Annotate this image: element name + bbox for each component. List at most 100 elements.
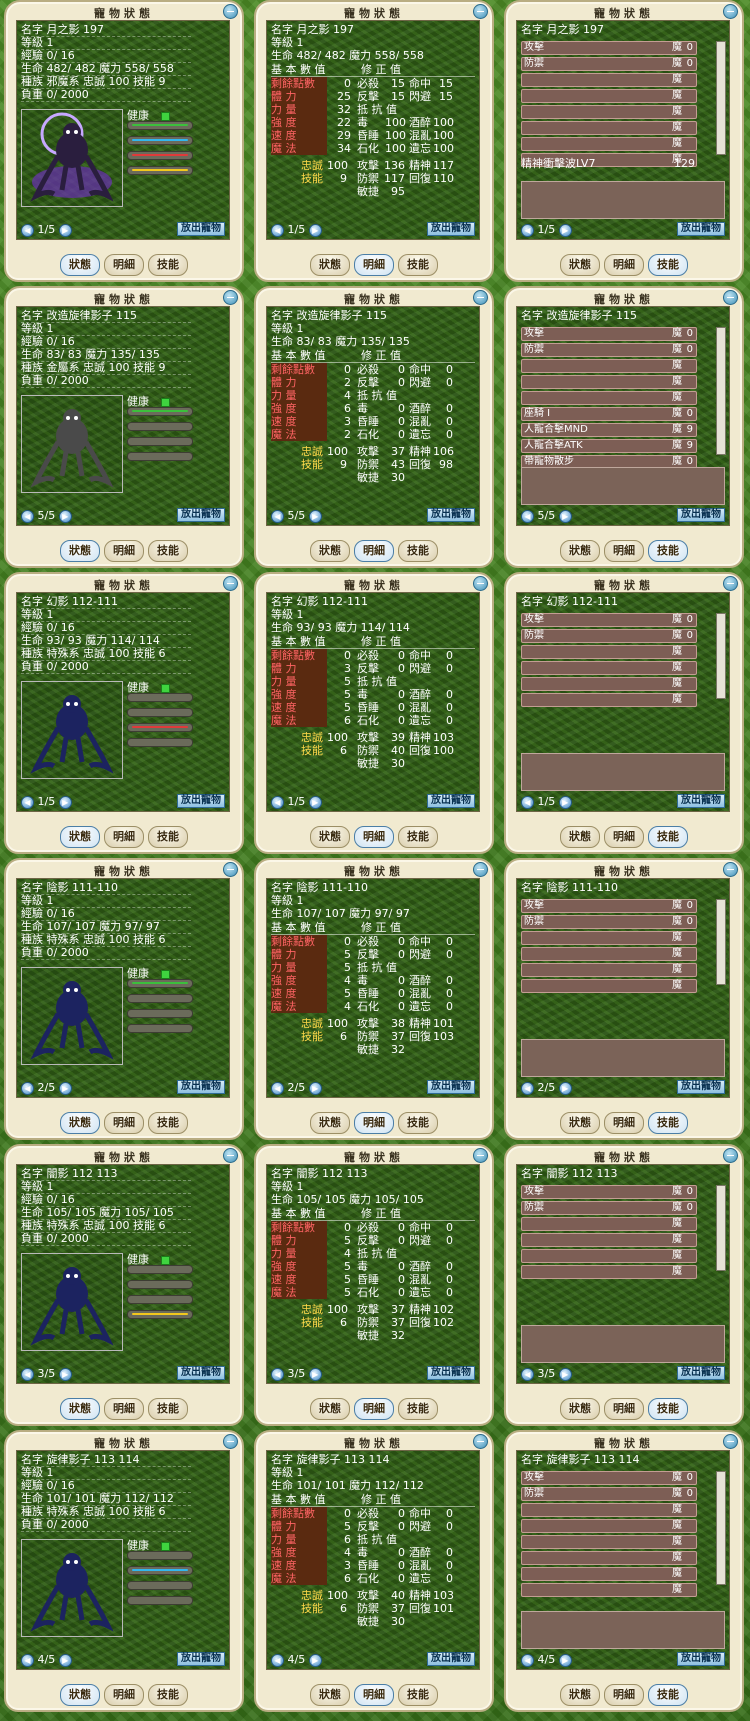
tab-status[interactable]: 狀態 bbox=[310, 1684, 350, 1706]
release-pet-button[interactable]: 放出寵物 bbox=[177, 222, 225, 236]
skill-item[interactable]: 魔 bbox=[521, 1217, 697, 1231]
minimize-icon[interactable] bbox=[473, 1148, 488, 1163]
release-pet-button[interactable]: 放出寵物 bbox=[677, 794, 725, 808]
release-pet-button[interactable]: 放出寵物 bbox=[177, 1366, 225, 1380]
tab-status[interactable]: 狀態 bbox=[310, 1112, 350, 1134]
skill-item[interactable]: 魔 bbox=[521, 1567, 697, 1581]
scrollbar[interactable] bbox=[716, 899, 726, 985]
release-pet-button[interactable]: 放出寵物 bbox=[427, 222, 475, 236]
release-pet-button[interactable]: 放出寵物 bbox=[677, 1366, 725, 1380]
skill-item[interactable]: 魔 bbox=[521, 931, 697, 945]
release-pet-button[interactable]: 放出寵物 bbox=[177, 794, 225, 808]
arrow-right-icon[interactable]: ▶ bbox=[558, 795, 572, 809]
tab-skills[interactable]: 技能 bbox=[148, 1398, 188, 1420]
tab-detail[interactable]: 明細 bbox=[604, 826, 644, 848]
arrow-left-icon[interactable]: ◀ bbox=[271, 1653, 284, 1667]
arrow-left-icon[interactable]: ◀ bbox=[21, 509, 34, 523]
tab-detail[interactable]: 明細 bbox=[604, 1684, 644, 1706]
skill-item[interactable]: 魔 bbox=[521, 661, 697, 675]
minimize-icon[interactable] bbox=[473, 576, 488, 591]
minimize-icon[interactable] bbox=[723, 1434, 738, 1449]
skill-item[interactable]: 魔 bbox=[521, 89, 697, 103]
tab-skills[interactable]: 技能 bbox=[148, 254, 188, 276]
tab-detail[interactable]: 明細 bbox=[104, 1684, 144, 1706]
tab-detail[interactable]: 明細 bbox=[354, 1398, 394, 1420]
scrollbar[interactable] bbox=[716, 41, 726, 155]
skill-item[interactable]: 魔 bbox=[521, 359, 697, 373]
arrow-right-icon[interactable]: ▶ bbox=[58, 1367, 72, 1381]
skill-item[interactable]: 魔 bbox=[521, 947, 697, 961]
minimize-icon[interactable] bbox=[473, 1434, 488, 1449]
skill-item[interactable]: 魔 bbox=[521, 1249, 697, 1263]
tab-detail[interactable]: 明細 bbox=[354, 1684, 394, 1706]
tab-status[interactable]: 狀態 bbox=[310, 1398, 350, 1420]
minimize-icon[interactable] bbox=[723, 290, 738, 305]
tab-detail[interactable]: 明細 bbox=[604, 254, 644, 276]
skill-item[interactable]: 魔 bbox=[521, 693, 697, 707]
release-pet-button[interactable]: 放出寵物 bbox=[677, 508, 725, 522]
tab-skills[interactable]: 技能 bbox=[648, 540, 688, 562]
arrow-right-icon[interactable]: ▶ bbox=[558, 1367, 572, 1381]
arrow-left-icon[interactable]: ◀ bbox=[521, 509, 534, 523]
skill-item[interactable]: 魔 bbox=[521, 153, 697, 167]
arrow-left-icon[interactable]: ◀ bbox=[21, 1367, 34, 1381]
minimize-icon[interactable] bbox=[223, 1148, 238, 1163]
arrow-right-icon[interactable]: ▶ bbox=[308, 1653, 322, 1667]
arrow-left-icon[interactable]: ◀ bbox=[271, 795, 284, 809]
skill-item[interactable]: 魔 bbox=[521, 1583, 697, 1597]
skill-item[interactable]: 魔 bbox=[521, 73, 697, 87]
skill-item[interactable]: 魔 bbox=[521, 1551, 697, 1565]
skill-item[interactable]: 魔 bbox=[521, 375, 697, 389]
tab-status[interactable]: 狀態 bbox=[310, 826, 350, 848]
minimize-icon[interactable] bbox=[473, 290, 488, 305]
tab-status[interactable]: 狀態 bbox=[60, 1684, 100, 1706]
skill-item[interactable]: 魔 bbox=[521, 137, 697, 151]
release-pet-button[interactable]: 放出寵物 bbox=[427, 1080, 475, 1094]
arrow-right-icon[interactable]: ▶ bbox=[558, 1653, 572, 1667]
arrow-right-icon[interactable]: ▶ bbox=[308, 795, 322, 809]
tab-status[interactable]: 狀態 bbox=[560, 540, 600, 562]
arrow-left-icon[interactable]: ◀ bbox=[21, 223, 34, 237]
release-pet-button[interactable]: 放出寵物 bbox=[427, 508, 475, 522]
arrow-right-icon[interactable]: ▶ bbox=[558, 1081, 572, 1095]
tab-detail[interactable]: 明細 bbox=[104, 1112, 144, 1134]
release-pet-button[interactable]: 放出寵物 bbox=[177, 1652, 225, 1666]
skill-item[interactable]: 魔 bbox=[521, 677, 697, 691]
skill-item[interactable]: 魔 bbox=[521, 1233, 697, 1247]
release-pet-button[interactable]: 放出寵物 bbox=[677, 222, 725, 236]
tab-skills[interactable]: 技能 bbox=[148, 1112, 188, 1134]
tab-skills[interactable]: 技能 bbox=[148, 1684, 188, 1706]
release-pet-button[interactable]: 放出寵物 bbox=[177, 1080, 225, 1094]
arrow-right-icon[interactable]: ▶ bbox=[308, 509, 322, 523]
arrow-right-icon[interactable]: ▶ bbox=[58, 509, 72, 523]
minimize-icon[interactable] bbox=[723, 4, 738, 19]
tab-status[interactable]: 狀態 bbox=[560, 1684, 600, 1706]
arrow-left-icon[interactable]: ◀ bbox=[521, 223, 534, 237]
arrow-left-icon[interactable]: ◀ bbox=[521, 1367, 534, 1381]
tab-skills[interactable]: 技能 bbox=[398, 826, 438, 848]
skill-item[interactable]: 魔 bbox=[521, 1535, 697, 1549]
minimize-icon[interactable] bbox=[473, 4, 488, 19]
tab-skills[interactable]: 技能 bbox=[398, 1112, 438, 1134]
tab-skills[interactable]: 技能 bbox=[398, 1398, 438, 1420]
release-pet-button[interactable]: 放出寵物 bbox=[677, 1080, 725, 1094]
arrow-left-icon[interactable]: ◀ bbox=[271, 1081, 284, 1095]
tab-status[interactable]: 狀態 bbox=[60, 540, 100, 562]
tab-detail[interactable]: 明細 bbox=[354, 1112, 394, 1134]
skill-item[interactable]: 魔 bbox=[521, 979, 697, 993]
tab-skills[interactable]: 技能 bbox=[148, 826, 188, 848]
minimize-icon[interactable] bbox=[723, 576, 738, 591]
tab-detail[interactable]: 明細 bbox=[604, 1112, 644, 1134]
skill-item[interactable]: 魔 bbox=[521, 1519, 697, 1533]
tab-status[interactable]: 狀態 bbox=[60, 254, 100, 276]
arrow-right-icon[interactable]: ▶ bbox=[308, 223, 322, 237]
tab-detail[interactable]: 明細 bbox=[104, 826, 144, 848]
